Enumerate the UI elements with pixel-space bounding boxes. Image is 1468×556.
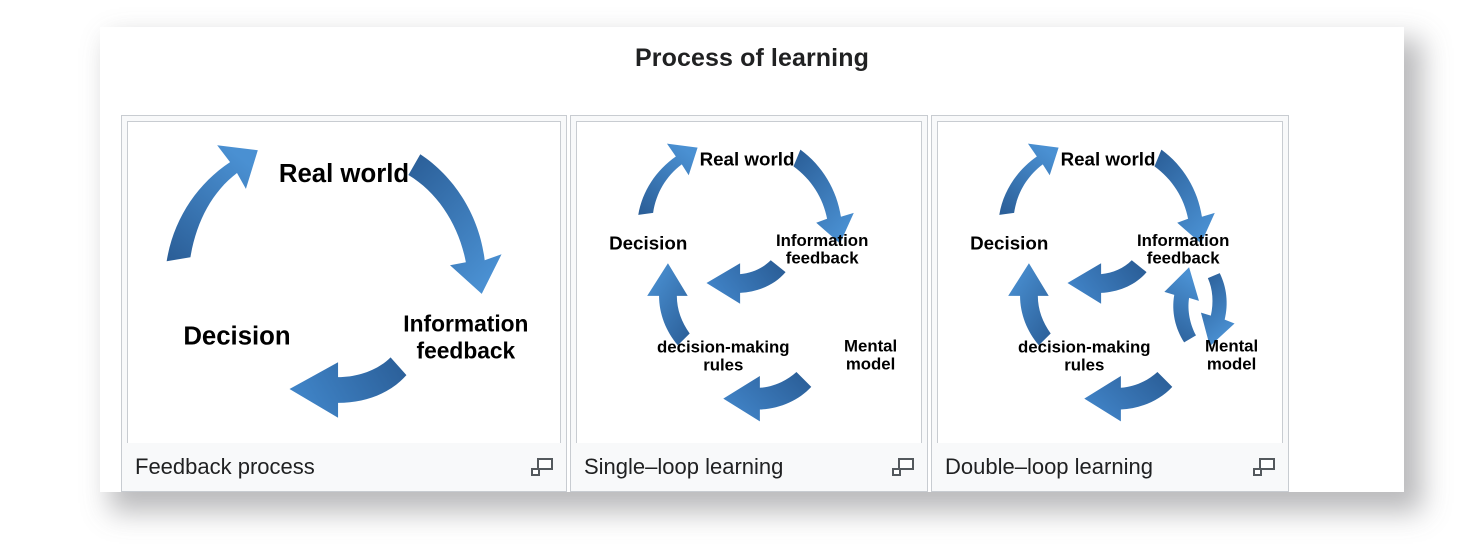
thumbnail-double-loop-learning: Real world Information feedback Mental m… [931, 115, 1289, 492]
magnify-icon-outer-rect [1259, 458, 1275, 470]
arrow-information-feedback-to-mental-model [1200, 273, 1235, 347]
arrow-mental-model-to-decision-making-rules [1084, 371, 1173, 422]
magnify-icon-inner-rect [1253, 468, 1262, 476]
arrow-decision-to-real-world [638, 143, 698, 215]
diagram-frame-double-loop-learning: Real world Information feedback Mental m… [937, 121, 1283, 450]
node-label-information-feedback-line2: feedback [786, 249, 859, 268]
node-label-decision-making-rules: decision-making [657, 338, 790, 357]
caption-text: Single–loop learning [584, 454, 784, 479]
arrow-real-world-to-information-feedback [793, 149, 854, 244]
figure-card: Process of learning [100, 27, 1404, 492]
arrow-decision-making-rules-to-decision [647, 263, 690, 346]
node-label-decision-making-rules-line2: rules [703, 356, 743, 375]
node-label-mental-model: Mental [844, 337, 897, 356]
node-label-mental-model-line2: model [846, 355, 895, 374]
magnify-icon[interactable] [531, 458, 553, 476]
diagram-frame-single-loop-learning: Real world Information feedback Mental m… [576, 121, 922, 450]
arrow-mental-model-to-information-feedback [1164, 267, 1199, 343]
arrow-information-feedback-to-inner [1067, 260, 1147, 304]
node-label-mental-model-line2: model [1207, 355, 1256, 374]
diagram-single-loop-learning: Real world Information feedback Mental m… [609, 143, 897, 422]
node-label-decision-making-rules-line2: rules [1064, 356, 1104, 375]
diagram-double-loop-learning: Real world Information feedback Mental m… [970, 143, 1258, 422]
magnify-icon-inner-rect [892, 468, 901, 476]
arrow-mental-model-to-decision-making-rules [723, 371, 812, 422]
arrow-decision-to-real-world [166, 145, 258, 262]
caption-feedback-process: Feedback process [122, 443, 566, 491]
arrow-decision-making-rules-to-decision [1008, 263, 1051, 346]
node-label-information-feedback-line2: feedback [1147, 249, 1220, 268]
diagram-frame-feedback-process: Real world Information feedback Decision [127, 121, 561, 450]
magnify-icon-outer-rect [898, 458, 914, 470]
node-label-information-feedback: Information [776, 231, 868, 250]
arrow-information-feedback-to-decision [289, 357, 407, 418]
thumbnail-single-loop-learning: Real world Information feedback Mental m… [570, 115, 928, 492]
thumbnail-feedback-process: Real world Information feedback Decision… [121, 115, 567, 492]
node-label-information-feedback-line2: feedback [417, 337, 516, 363]
arrow-real-world-to-information-feedback [1154, 149, 1215, 244]
node-label-mental-model: Mental [1205, 337, 1258, 356]
caption-text: Double–loop learning [945, 454, 1153, 479]
arrow-decision-to-real-world [999, 143, 1059, 215]
node-label-decision: Decision [183, 322, 290, 350]
node-label-real-world: Real world [279, 160, 409, 188]
caption-double-loop-learning: Double–loop learning [932, 443, 1288, 491]
node-label-information-feedback: Information [403, 311, 528, 337]
magnify-icon[interactable] [892, 458, 914, 476]
node-label-decision-making-rules: decision-making [1018, 338, 1151, 357]
arrow-information-feedback-to-inner [706, 260, 786, 304]
magnify-icon-inner-rect [531, 468, 540, 476]
magnify-icon-outer-rect [537, 458, 553, 470]
node-label-information-feedback: Information [1137, 231, 1229, 250]
magnify-icon[interactable] [1253, 458, 1275, 476]
page-title: Process of learning [635, 44, 869, 72]
caption-text: Feedback process [135, 454, 315, 479]
diagram-feedback-process: Real world Information feedback Decision [166, 145, 528, 418]
node-label-real-world: Real world [700, 148, 795, 169]
node-label-decision: Decision [970, 232, 1048, 253]
node-label-real-world: Real world [1061, 148, 1156, 169]
node-label-decision: Decision [609, 232, 687, 253]
arrow-real-world-to-information-feedback [408, 154, 502, 294]
caption-single-loop-learning: Single–loop learning [571, 443, 927, 491]
